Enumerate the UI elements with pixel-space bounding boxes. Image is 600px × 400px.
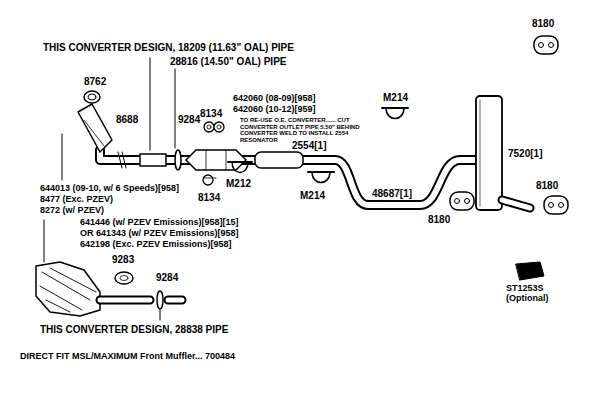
- callout-number: 9284: [178, 114, 200, 125]
- install-note: TO RE-USE O.E. CONVERTER...... CUT CONVE…: [240, 117, 368, 143]
- callout-number: M214: [383, 92, 408, 103]
- callout-number: 8134: [200, 108, 222, 119]
- callout-number: 8180: [532, 18, 554, 29]
- callout-number: M214: [300, 190, 325, 201]
- callout-number: 8180: [536, 180, 558, 191]
- callout-number: 8180: [428, 214, 450, 225]
- callout-number: 642198 (Exc. PZEV Emissions)[958]: [80, 240, 232, 250]
- callout-number: 7520[1]: [508, 148, 542, 159]
- callout-number: 642060 (08-09)[958]: [233, 94, 316, 104]
- callout-number: M212: [226, 178, 251, 189]
- callout-number: 8477 (Exc. PZEV): [40, 195, 113, 205]
- callout-number: 642060 (10-12)[959]: [233, 105, 316, 115]
- heading-note: THIS CONVERTER DESIGN, 28838 PIPE: [40, 324, 228, 335]
- callout-number: 8272 (w/ PZEV): [40, 206, 104, 216]
- callout-number: 8762: [84, 76, 106, 87]
- callout-number: 9283: [112, 254, 134, 265]
- heading-note: 28816 (14.50" OAL) PIPE: [170, 56, 286, 67]
- callout-number: 48687[1]: [372, 188, 412, 199]
- callout-number: 641446 (w/ PZEV Emissions)[958][15]: [80, 218, 239, 228]
- callout-number: ST1253S (Optional): [506, 284, 558, 304]
- callout-number: 8688: [116, 114, 138, 125]
- callout-number: 644013 (09-10, w/ 6 Speeds)[958]: [40, 184, 179, 194]
- heading-note: THIS CONVERTER DESIGN, 18209 (11.63" OAL…: [43, 42, 294, 53]
- callout-number: 2554[1]: [292, 140, 326, 151]
- callout-number: 8134: [198, 192, 220, 203]
- callout-number: OR 641343 (w/ PZEV Emissions)[958]: [80, 229, 239, 239]
- callout-number: 9284: [156, 272, 178, 283]
- footer-note: DIRECT FIT MSL/MAXIMUM Front Muffler... …: [20, 352, 235, 362]
